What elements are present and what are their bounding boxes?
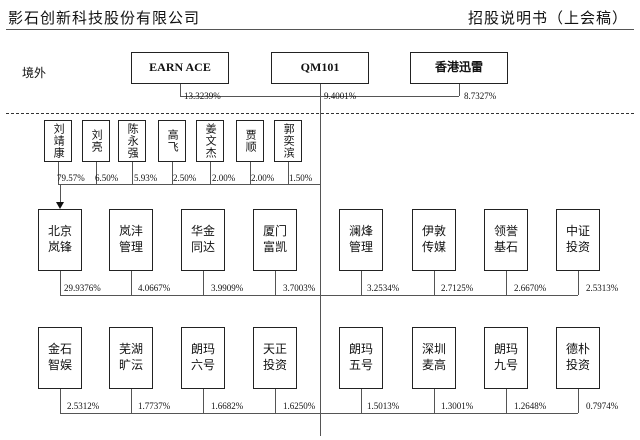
- pct-lanfeng-mgmt-2: 3.2534%: [367, 283, 400, 293]
- connector: [172, 162, 173, 184]
- entity-wuhu-kuangyun: 芜湖旷沄: [109, 327, 153, 389]
- connector: [96, 162, 97, 184]
- pct-earn-ace: 13.3239%: [184, 91, 221, 101]
- entity-langma-six: 朗玛六号: [181, 327, 225, 389]
- pct-chen-yongqiang: 5.93%: [134, 173, 158, 183]
- individual-jiang-wenjie: 姜文杰: [196, 120, 224, 162]
- pct-liu-liang: 6.50%: [95, 173, 119, 183]
- entity-xiamen-fukai: 厦门富凯: [253, 209, 297, 271]
- individual-liu-liang: 刘亮: [82, 120, 110, 162]
- pct-jia-shun: 2.00%: [251, 173, 275, 183]
- pct-hk-xunlei: 8.7327%: [464, 91, 497, 101]
- connector: [506, 271, 507, 295]
- connector: [180, 96, 459, 97]
- connector: [203, 271, 204, 295]
- holder-earn-ace: EARN ACE: [131, 52, 229, 84]
- entity-zhongzheng-investment: 中证投资: [556, 209, 600, 271]
- individual-chen-yongqiang: 陈永强: [118, 120, 146, 162]
- pct-huajin-tongda: 3.9909%: [211, 283, 244, 293]
- connector: [275, 389, 276, 413]
- connector: [58, 162, 59, 184]
- pct-langma-five: 1.5013%: [367, 401, 400, 411]
- connector: [459, 84, 460, 96]
- connector: [434, 271, 435, 295]
- entity-langma-nine: 朗玛九号: [484, 327, 528, 389]
- pct-depu-investment: 0.7974%: [586, 401, 619, 411]
- connector: [132, 162, 133, 184]
- connector: [58, 184, 320, 185]
- central-connector: [320, 96, 321, 436]
- entity-beijing-lanfeng: 北京岚锋: [38, 209, 82, 271]
- overseas-label: 境外: [22, 66, 47, 80]
- document-title: 招股说明书（上会稿）: [467, 9, 628, 27]
- pct-jinshi-zhiyu: 2.5312%: [67, 401, 100, 411]
- connector: [361, 271, 362, 295]
- pct-wuhu-kuangyun: 1.7737%: [138, 401, 171, 411]
- pct-guo-yibin: 1.50%: [289, 173, 313, 183]
- pct-langma-six: 1.6682%: [211, 401, 244, 411]
- connector: [288, 162, 289, 184]
- connector: [275, 271, 276, 295]
- pct-shenzhen-maigao: 1.3001%: [441, 401, 474, 411]
- individual-gao-fei: 高飞: [158, 120, 186, 162]
- pct-lingyu-jishi: 2.6670%: [514, 283, 547, 293]
- pct-liu-jingkang: 79.57%: [57, 173, 85, 183]
- arrow-line: [60, 184, 61, 202]
- individual-jia-shun: 贾顺: [236, 120, 264, 162]
- connector: [180, 84, 181, 96]
- connector: [131, 271, 132, 295]
- individual-liu-jingkang: 刘靖康: [44, 120, 72, 162]
- entity-langma-five: 朗玛五号: [339, 327, 383, 389]
- pct-yidun-media: 2.7125%: [441, 283, 474, 293]
- connector: [250, 162, 251, 184]
- individual-guo-yibin: 郭奕滨: [274, 120, 302, 162]
- connector: [361, 389, 362, 413]
- pct-lanfeng-management: 4.0667%: [138, 283, 171, 293]
- pct-beijing-lanfeng: 29.9376%: [64, 283, 101, 293]
- header-rule: [6, 29, 634, 30]
- connector: [210, 162, 211, 184]
- holder-hk-xunlei: 香港迅雷: [410, 52, 508, 84]
- entity-lanfeng-mgmt-2: 澜烽管理: [339, 209, 383, 271]
- pct-jiang-wenjie: 2.00%: [212, 173, 236, 183]
- connector: [203, 389, 204, 413]
- pct-langma-nine: 1.2648%: [514, 401, 547, 411]
- connector: [60, 271, 61, 295]
- entity-huajin-tongda: 华金同达: [181, 209, 225, 271]
- entity-lingyu-jishi: 领誉基石: [484, 209, 528, 271]
- connector: [60, 295, 578, 296]
- connector: [434, 389, 435, 413]
- pct-tianzheng-investment: 1.6250%: [283, 401, 316, 411]
- entity-depu-investment: 德朴投资: [556, 327, 600, 389]
- entity-tianzheng-investment: 天正投资: [253, 327, 297, 389]
- company-name: 影石创新科技股份有限公司: [8, 9, 201, 27]
- pct-xiamen-fukai: 3.7003%: [283, 283, 316, 293]
- connector: [578, 389, 579, 413]
- entity-shenzhen-maigao: 深圳麦高: [412, 327, 456, 389]
- holder-qm101: QM101: [271, 52, 369, 84]
- connector: [320, 84, 321, 96]
- pct-qm101: 9.4001%: [324, 91, 357, 101]
- connector: [578, 271, 579, 295]
- connector: [131, 389, 132, 413]
- connector: [60, 413, 578, 414]
- entity-jinshi-zhiyu: 金石智娱: [38, 327, 82, 389]
- connector: [60, 389, 61, 413]
- pct-zhongzheng-investment: 2.5313%: [586, 283, 619, 293]
- arrow-head: [56, 202, 64, 209]
- pct-gao-fei: 2.50%: [173, 173, 197, 183]
- entity-lanfeng-management: 岚沣管理: [109, 209, 153, 271]
- connector: [506, 389, 507, 413]
- entity-yidun-media: 伊敦传媒: [412, 209, 456, 271]
